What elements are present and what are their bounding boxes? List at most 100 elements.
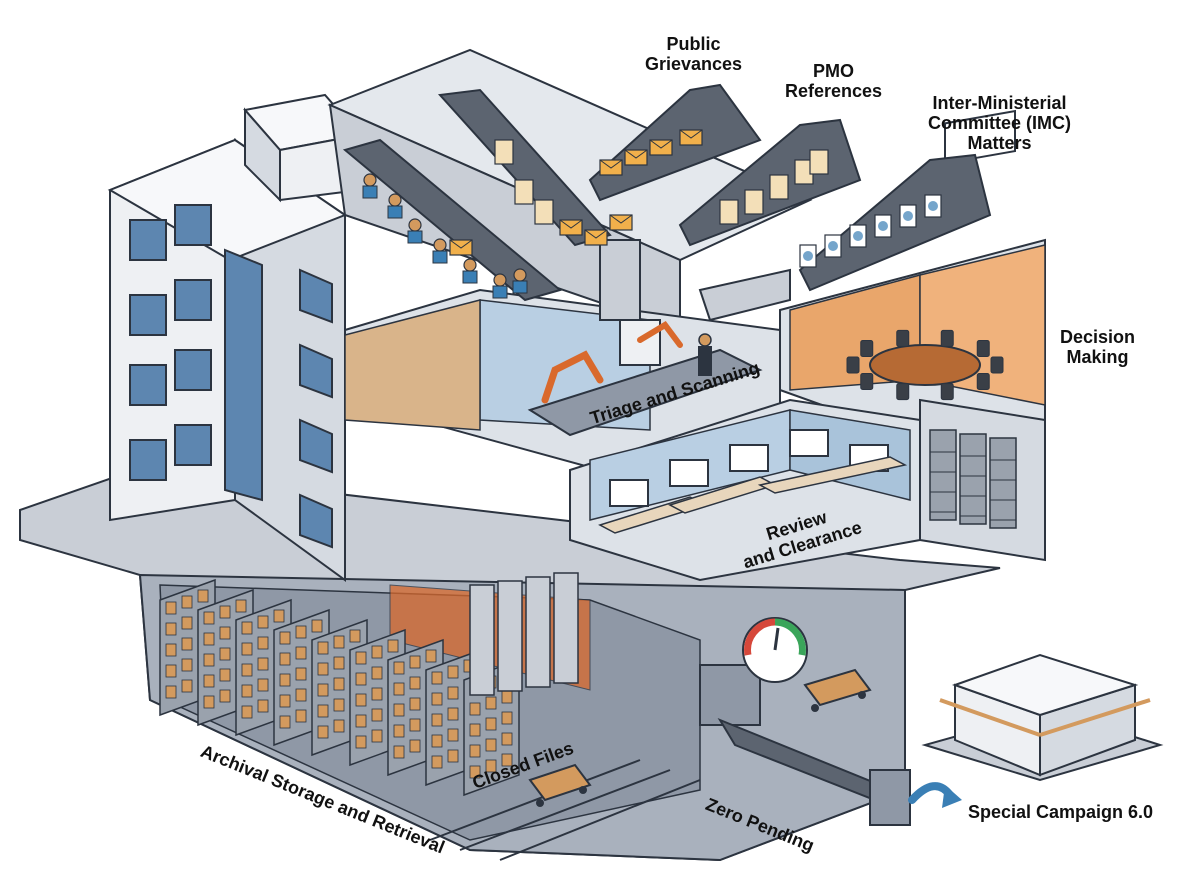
person-icon xyxy=(363,173,377,187)
file-box xyxy=(241,684,253,698)
file-box xyxy=(431,671,443,685)
envelope-flap xyxy=(599,159,623,169)
file-box xyxy=(181,658,193,672)
filing-cabinet xyxy=(469,584,495,696)
file-box xyxy=(257,636,269,650)
filing-cabinet xyxy=(929,429,957,521)
person-body xyxy=(407,230,423,244)
file-box xyxy=(355,714,367,728)
file-box xyxy=(279,652,291,666)
filing-cabinet xyxy=(497,580,523,692)
file-box xyxy=(469,744,481,758)
file-box xyxy=(295,667,307,681)
tower-windows xyxy=(129,204,333,549)
file-box xyxy=(393,703,405,717)
file-box xyxy=(295,709,307,723)
person-body xyxy=(432,250,448,264)
file-box xyxy=(485,717,497,731)
exit-conveyor xyxy=(699,664,962,826)
chair xyxy=(860,372,874,390)
file-box xyxy=(197,589,209,603)
filing-cabinet xyxy=(959,433,987,525)
seal-icon xyxy=(903,211,913,221)
conference-table xyxy=(869,344,981,386)
file-box xyxy=(431,734,443,748)
campaign-building xyxy=(921,653,1164,782)
seal-icon xyxy=(928,201,938,211)
file-box xyxy=(409,718,421,732)
file-box xyxy=(425,649,437,663)
file-box xyxy=(371,687,383,701)
person-icon xyxy=(408,218,422,232)
file-box xyxy=(501,732,513,746)
file-box xyxy=(181,616,193,630)
file-box xyxy=(371,645,383,659)
file-cabinets xyxy=(929,429,1017,529)
file-box xyxy=(241,705,253,719)
file-box xyxy=(333,656,345,670)
person-icon xyxy=(513,268,527,282)
file-box xyxy=(181,595,193,609)
file-box xyxy=(165,601,177,615)
filing-cabinet xyxy=(553,572,579,684)
file-box xyxy=(203,653,215,667)
robot-arm-icon xyxy=(637,321,683,348)
document-icon xyxy=(494,139,514,165)
file-box xyxy=(311,619,323,633)
file-box xyxy=(219,647,231,661)
window xyxy=(299,418,333,474)
file-box xyxy=(431,713,443,727)
chair xyxy=(990,356,1004,374)
person-icon xyxy=(463,258,477,272)
file-box xyxy=(203,674,215,688)
file-box xyxy=(409,676,421,690)
file-box xyxy=(349,629,361,643)
envelope-flap xyxy=(584,229,608,239)
closed-files-cart xyxy=(528,763,592,807)
monitor xyxy=(789,429,829,457)
file-box xyxy=(333,635,345,649)
window xyxy=(299,343,333,399)
gauge-icon xyxy=(742,617,808,683)
file-box xyxy=(279,673,291,687)
conference-chairs xyxy=(846,329,1004,401)
file-box xyxy=(431,692,443,706)
file-box xyxy=(181,679,193,693)
envelope-flap xyxy=(679,129,703,139)
file-box xyxy=(165,664,177,678)
monitor xyxy=(729,444,769,472)
file-box xyxy=(295,688,307,702)
file-box xyxy=(485,738,497,752)
file-box xyxy=(501,690,513,704)
envelope-flap xyxy=(609,214,633,224)
chair xyxy=(976,340,990,358)
file-box xyxy=(409,697,421,711)
envelope-flap xyxy=(624,149,648,159)
file-box xyxy=(295,646,307,660)
decision-room xyxy=(779,109,1046,442)
document-icon xyxy=(719,199,739,225)
file-box xyxy=(203,695,215,709)
filing-cabinet xyxy=(525,576,551,688)
document-icon xyxy=(744,189,764,215)
monitor xyxy=(669,459,709,487)
chair xyxy=(896,383,910,401)
chair xyxy=(896,329,910,347)
person-body xyxy=(492,285,508,299)
file-box xyxy=(447,665,459,679)
file-box xyxy=(485,696,497,710)
file-box xyxy=(279,715,291,729)
file-box xyxy=(333,677,345,691)
file-box xyxy=(333,698,345,712)
file-box xyxy=(279,694,291,708)
file-box xyxy=(257,699,269,713)
seal-icon xyxy=(853,231,863,241)
file-box xyxy=(295,625,307,639)
floor-rails xyxy=(429,759,701,861)
file-box xyxy=(469,723,481,737)
file-box xyxy=(219,668,231,682)
window xyxy=(129,364,167,406)
